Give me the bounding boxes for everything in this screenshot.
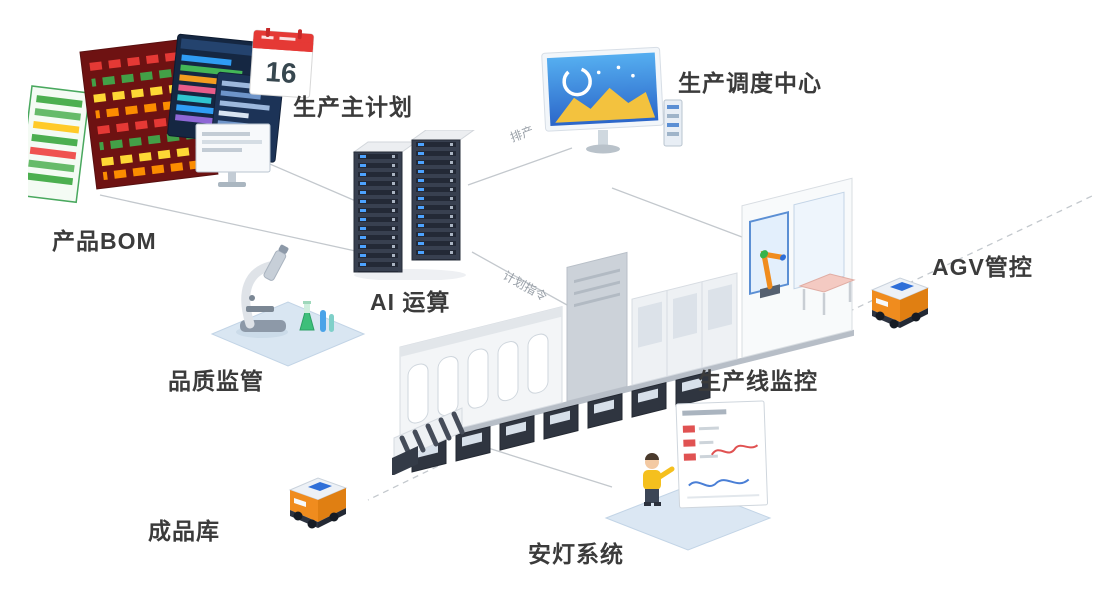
microscope-icon [210,244,366,367]
production-line-icon [392,177,856,475]
connector-dispatch-to-line [611,187,743,238]
side-table [798,273,856,315]
label-ai: AI 运算 [370,289,451,315]
label-agv: AGV管控 [932,254,1033,280]
label-line-monitor: 生产线监控 [698,368,818,394]
calendar-day: 16 [264,56,297,89]
connector-ai-to-dispatch [467,147,573,186]
server-tower-right [410,130,475,261]
agv-robot-icon [870,277,930,329]
connector-ai-to-line [471,251,586,316]
label-quality: 品质监管 [168,368,264,394]
screens-cluster-icon: 16 [28,28,315,204]
dispatch-screen [541,46,664,132]
server-racks-icon [352,130,475,280]
connector-line-to-andon [487,447,613,488]
plan-monitor [195,123,271,187]
label-master-plan: 生产主计划 [293,94,413,120]
label-warehouse: 成品库 [148,518,220,544]
monitor-chart-icon [541,46,683,154]
operator-person [643,453,675,506]
connector-label-scheduling: 排产 [508,123,535,144]
quality-platform [210,301,366,367]
connector-line-to-warehouse-dashed [367,465,439,501]
calendar-icon: 16 [249,28,315,99]
robot-base [760,284,780,299]
connector-bom-to-ai [99,194,361,253]
label-andon: 安灯系统 [528,541,624,567]
monitor-stand [598,130,608,146]
label-dispatch: 生产调度中心 [678,70,822,96]
robot-gantry [741,177,853,359]
andon-board-icon [604,400,772,551]
agv-robot-icon [288,477,348,529]
conveyor-ramp [392,407,465,475]
andon-board [675,400,769,509]
green-kanban-board [28,85,91,204]
label-bom: 产品BOM [52,228,157,254]
control-modules [411,371,711,473]
side-rack-panel [663,99,683,147]
lab-flasks [299,301,334,332]
production-line-machines [397,177,854,473]
